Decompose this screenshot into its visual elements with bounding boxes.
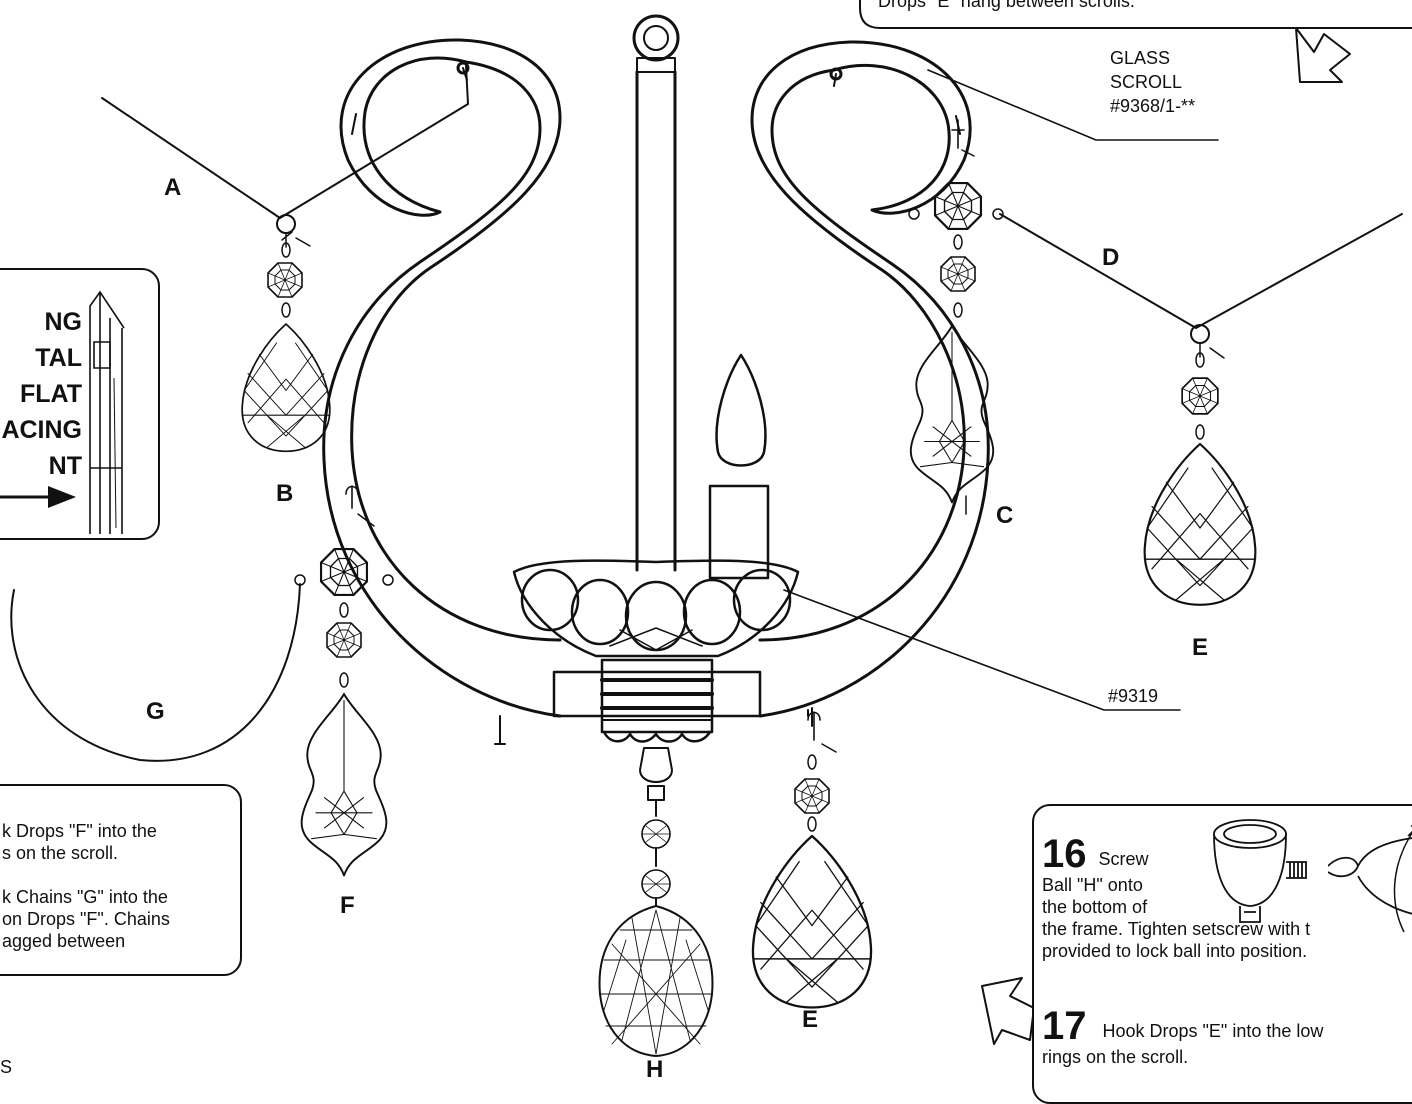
label-f: F xyxy=(340,892,355,919)
label-c: C xyxy=(996,502,1014,529)
label-e-right: E xyxy=(1192,634,1209,661)
drop-e-right xyxy=(1143,324,1257,606)
glass-scroll-label: GLASS SCROLL #9368/1-** xyxy=(1110,46,1195,118)
left-step-line: agged between xyxy=(2,931,126,951)
left-step-line: k Chains "G" into the xyxy=(2,887,168,907)
right-steps-box: 16 Screw Ball "H" onto the bottom of the… xyxy=(1032,804,1412,1104)
step-17-number: 17 xyxy=(1042,1004,1087,1048)
left-step-line: on Drops "F". Chains xyxy=(2,909,170,929)
left-steps-box: k Drops "F" into the s on the scroll. k … xyxy=(0,784,242,976)
left-info-panel: NG TAL FLAT ACING NT xyxy=(0,268,160,540)
top-callout-text: Drops "E" hang between scrolls. xyxy=(878,0,1135,11)
leader-lines xyxy=(783,69,1219,711)
left-panel-line: NT xyxy=(48,452,82,480)
step-17-heading: 17 Hook Drops "E" into the low xyxy=(1042,1006,1412,1046)
step-16-line2: Ball "H" onto xyxy=(1042,875,1143,895)
step-16-heading: 16 Screw xyxy=(1042,834,1412,874)
bobeche-cup xyxy=(512,559,800,658)
drop-c xyxy=(908,119,1004,515)
ball-rotation-icon xyxy=(1328,824,1412,933)
left-step-line: s on the scroll. xyxy=(2,843,119,863)
part-label-line: GLASS xyxy=(1110,48,1171,68)
step-16: 16 Screw Ball "H" onto the bottom of the… xyxy=(1042,834,1412,962)
label-h: H xyxy=(646,1056,664,1083)
left-panel-line: ACING xyxy=(1,416,82,444)
part-label-line: #9368/1-** xyxy=(1110,96,1196,116)
step-17-line2: rings on the scroll. xyxy=(1042,1047,1189,1067)
pipe-inset-icon xyxy=(89,290,125,534)
arrow-right-icon xyxy=(0,486,76,508)
chandelier-assembly-diagram xyxy=(10,0,1412,1057)
chain-a xyxy=(101,65,469,219)
left-steps-text: k Drops "F" into the s on the scroll. k … xyxy=(2,820,242,952)
drop-e-lower xyxy=(751,711,873,1009)
frame-body xyxy=(494,658,813,745)
chain-d xyxy=(999,213,1403,329)
left-panel-line: FLAT xyxy=(19,380,82,408)
ball-socket-icon xyxy=(1213,819,1307,923)
chain-g xyxy=(10,583,301,762)
drop-f xyxy=(294,485,394,877)
step-16-word: Screw xyxy=(1098,849,1149,869)
step-17: 17 Hook Drops "E" into the low rings on … xyxy=(1042,1006,1412,1068)
label-d: D xyxy=(1102,244,1120,271)
top-callout-box xyxy=(859,0,1412,29)
right-glass-scroll xyxy=(750,40,990,718)
step-16-line4: the frame. Tighten setscrew with t xyxy=(1042,919,1311,939)
left-panel-line: NG xyxy=(44,308,83,336)
left-step-line: k Drops "F" into the xyxy=(2,821,157,841)
left-panel-text: NG TAL FLAT ACING NT xyxy=(0,304,82,484)
chains xyxy=(10,65,1403,762)
label-e-lower: E xyxy=(802,1006,819,1033)
step-17-arrow-icon xyxy=(981,977,1035,1045)
label-b: B xyxy=(276,480,294,507)
ball-h-assembly xyxy=(598,747,714,1057)
part-label-line: SCROLL xyxy=(1110,72,1183,92)
step-16-number: 16 xyxy=(1042,832,1087,876)
drop-b xyxy=(241,214,331,453)
label-a: A xyxy=(164,174,182,201)
left-panel-line: TAL xyxy=(35,344,82,372)
bottom-left-fragment: S xyxy=(0,1057,13,1077)
step-17-line1: Hook Drops "E" into the low xyxy=(1102,1021,1324,1041)
step-16-line5: provided to lock ball into position. xyxy=(1042,941,1308,961)
frame-stem xyxy=(632,14,680,572)
label-g: G xyxy=(146,698,165,725)
step-16-line3: the bottom of xyxy=(1042,897,1148,917)
bobeche-label: #9319 xyxy=(1108,686,1159,706)
top-callout-arrow-icon xyxy=(1295,27,1351,83)
candle xyxy=(708,353,770,580)
